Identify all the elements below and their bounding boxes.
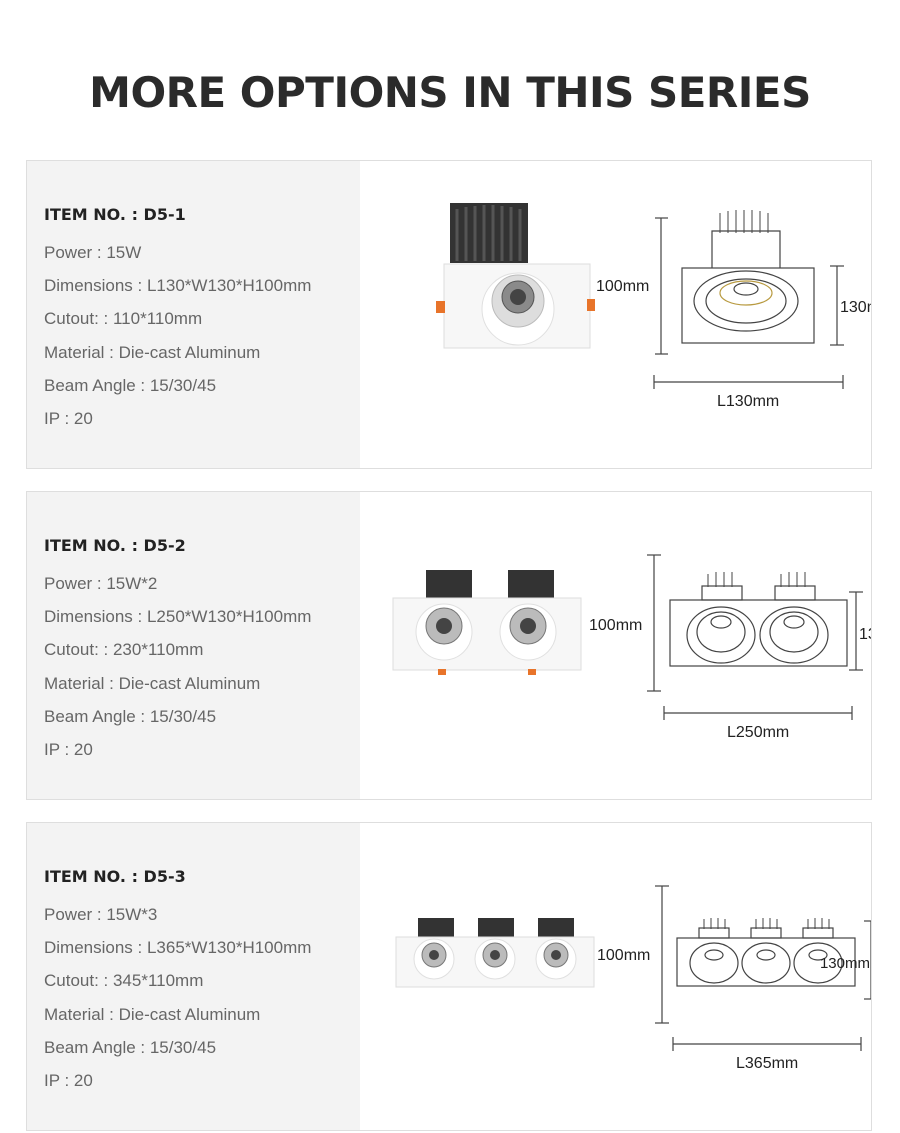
- spec-cutout: Cutout: : 230*110mm: [44, 640, 204, 659]
- dimension-drawing: [647, 554, 863, 720]
- spec-beam-angle: Beam Angle : 15/30/45: [44, 707, 217, 726]
- dim-width-label: 130mm: [859, 626, 871, 643]
- spec-dimensions: Dimensions : L250*W130*H100mm: [44, 607, 312, 626]
- product-card-d5-2: ITEM NO. : D5-2 Power : 15W*2 Dimensions…: [26, 491, 872, 800]
- spec-panel: ITEM NO. : D5-3 Power : 15W*3 Dimensions…: [27, 823, 360, 1130]
- spec-power: Power : 15W*2: [44, 574, 158, 593]
- spec-material: Material : Die-cast Aluminum: [44, 343, 261, 362]
- spec-dimensions: Dimensions : L365*W130*H100mm: [44, 938, 312, 957]
- product-card-d5-3: ITEM NO. : D5-3 Power : 15W*3 Dimensions…: [26, 822, 872, 1131]
- spec-cutout: Cutout: : 345*110mm: [44, 971, 204, 990]
- spec-beam-angle: Beam Angle : 15/30/45: [44, 376, 217, 395]
- dim-height-label: 100mm: [589, 617, 642, 634]
- dim-length-label: L130mm: [717, 393, 779, 410]
- product-visual: 100mm 130mm L250mm: [360, 492, 871, 799]
- page-title: MORE OPTIONS IN THIS SERIES: [89, 68, 811, 117]
- product-visual: 100mm 130mm L130mm: [360, 161, 871, 468]
- spec-material: Material : Die-cast Aluminum: [44, 1005, 261, 1024]
- product-photo-and-drawing: 100mm 130mm L365mm: [395, 885, 871, 1072]
- spec-beam-angle: Beam Angle : 15/30/45: [44, 1038, 217, 1057]
- dim-length-label: L250mm: [727, 724, 789, 741]
- spec-dimensions: Dimensions : L130*W130*H100mm: [44, 276, 312, 295]
- product-photo: [436, 203, 595, 349]
- spec-cutout: Cutout: : 110*110mm: [44, 309, 203, 328]
- spec-ip: IP : 20: [44, 409, 93, 428]
- product-photo: [392, 570, 582, 675]
- product-photo-and-drawing: 100mm 130mm L250mm: [392, 554, 871, 741]
- spec-ip: IP : 20: [44, 1071, 93, 1090]
- dim-length-label: L365mm: [736, 1055, 798, 1072]
- spec-ip: IP : 20: [44, 740, 93, 759]
- dim-width-label: 130mm: [840, 299, 871, 316]
- dimension-drawing: [655, 885, 871, 1051]
- product-photo: [395, 918, 595, 988]
- dimension-drawing: [653, 210, 844, 389]
- dim-height-label: 100mm: [596, 278, 649, 295]
- dim-width-label: 130mm: [820, 955, 870, 972]
- spec-material: Material : Die-cast Aluminum: [44, 674, 261, 693]
- spec-power: Power : 15W*3: [44, 905, 158, 924]
- item-number: ITEM NO. : D5-1: [44, 205, 186, 224]
- product-card-d5-1: ITEM NO. : D5-1 Power : 15W Dimensions :…: [26, 160, 872, 469]
- item-number: ITEM NO. : D5-2: [44, 536, 186, 555]
- product-visual: 100mm 130mm L365mm: [360, 823, 871, 1130]
- product-photo-and-drawing: 100mm 130mm L130mm: [436, 203, 871, 410]
- item-number: ITEM NO. : D5-3: [44, 867, 186, 886]
- dim-height-label: 100mm: [597, 947, 650, 964]
- spec-power: Power : 15W: [44, 243, 142, 262]
- spec-panel: ITEM NO. : D5-1 Power : 15W Dimensions :…: [27, 161, 360, 468]
- spec-panel: ITEM NO. : D5-2 Power : 15W*2 Dimensions…: [27, 492, 360, 799]
